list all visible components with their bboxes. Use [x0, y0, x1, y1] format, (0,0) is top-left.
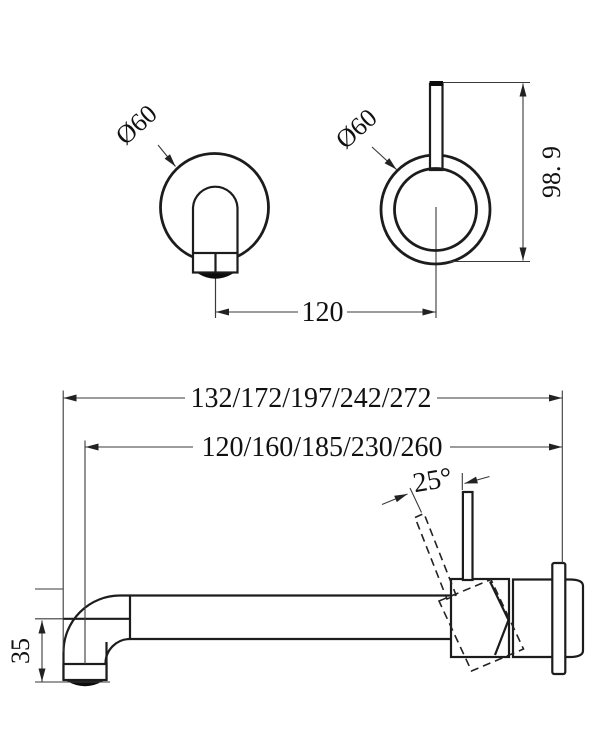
label-spout-diameter: Ø60	[110, 99, 163, 151]
side-aerator-band	[62, 662, 108, 682]
handle-base-block	[449, 577, 511, 659]
elbow-outer-arc	[62, 594, 121, 653]
mixer-lever-front	[428, 82, 444, 172]
angle-arrow-right	[464, 475, 490, 485]
ext-angle-tilted	[409, 487, 422, 513]
label-mixer-diameter: Ø60	[330, 103, 383, 155]
side-lever-vertical	[461, 490, 474, 582]
leader-mixer-diameter	[371, 146, 397, 170]
elbow-inner-arc	[104, 637, 131, 664]
label-front-spacing: 120	[302, 297, 344, 328]
wall-flange	[551, 561, 567, 676]
label-spout-length-options: 120/160/185/230/260	[201, 432, 442, 463]
spout-escutcheon-circle	[159, 152, 270, 263]
mixer-body-circle	[393, 167, 478, 252]
angle-arrow-left	[381, 493, 408, 506]
handle-base-tilted-dashed	[437, 578, 525, 673]
spout-u-outline	[191, 185, 239, 253]
handle-cone-upper-line	[489, 581, 510, 621]
label-handle-angle: 25°	[411, 462, 455, 499]
spout-front-view	[159, 152, 270, 318]
valve-body	[511, 578, 585, 659]
aerator-mesh	[198, 273, 233, 279]
side-lever-tilted-dashed	[413, 512, 458, 601]
leader-spout-diameter	[157, 144, 176, 167]
handle-cone-lower-line	[493, 619, 510, 656]
side-view	[62, 490, 585, 687]
mixer-lever-cap	[429, 81, 443, 86]
label-spout-drop: 35	[6, 638, 35, 664]
label-handle-height: 98. 9	[537, 146, 566, 198]
label-overall-length-options: 132/172/197/242/272	[190, 383, 431, 414]
mixer-front-view	[379, 81, 492, 318]
